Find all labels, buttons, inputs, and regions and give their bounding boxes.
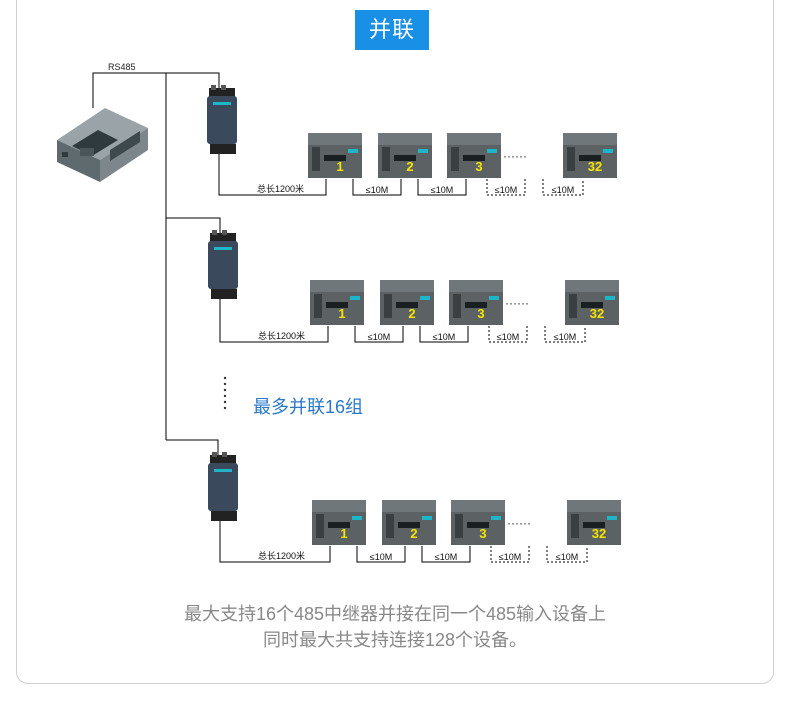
rs485-repeater bbox=[208, 230, 238, 299]
device-ellipsis: ······ bbox=[503, 149, 527, 163]
segment-length-label: ≤10M bbox=[552, 185, 574, 195]
repeater-group-2: 总长1200米 1 2 3 32 ······ ≤10M ≤10M ≤10M ≤10M bbox=[208, 230, 619, 343]
plc-device-32: 32 bbox=[565, 280, 619, 325]
device-number: 1 bbox=[340, 526, 347, 541]
plc-device-3: 3 bbox=[449, 280, 503, 325]
total-length-label: 总长1200米 bbox=[258, 330, 305, 341]
segment-length-label: ≤10M bbox=[556, 552, 578, 562]
device-number: 3 bbox=[479, 526, 486, 541]
segment-link bbox=[417, 179, 467, 196]
rs485-repeater bbox=[208, 452, 238, 521]
footer-line-2: 同时最大共支持连接128个设备。 bbox=[262, 630, 528, 650]
trunk-line bbox=[218, 154, 327, 196]
segment-length-label: ≤10M bbox=[431, 185, 453, 195]
plc-device-1: 1 bbox=[310, 280, 364, 325]
plc-device-2: 2 bbox=[380, 280, 434, 325]
plc-device-1: 1 bbox=[312, 500, 366, 545]
plc-device-2: 2 bbox=[382, 500, 436, 545]
repeater-group-1: 总长1200米 1 2 3 32 ······ ≤10M ≤10M ≤10M ≤10M bbox=[207, 85, 617, 196]
device-number: 2 bbox=[406, 159, 413, 174]
trunk-line bbox=[219, 299, 329, 343]
more-groups-dots bbox=[223, 376, 227, 410]
segment-length-label: ≤10M bbox=[497, 332, 519, 342]
device-number: 3 bbox=[477, 306, 484, 321]
plc-device-1: 1 bbox=[308, 133, 362, 178]
segment-link bbox=[352, 179, 402, 196]
segment-length-label: ≤10M bbox=[499, 552, 521, 562]
plc-device-32: 32 bbox=[567, 500, 621, 545]
segment-length-label: ≤10M bbox=[368, 332, 390, 342]
segment-length-label: ≤10M bbox=[435, 552, 457, 562]
device-number: 1 bbox=[338, 306, 345, 321]
rs485-label: RS485 bbox=[108, 62, 136, 72]
device-number: 32 bbox=[592, 526, 606, 541]
device-number: 32 bbox=[590, 306, 604, 321]
max-groups-note: 最多并联16组 bbox=[253, 397, 364, 417]
device-number: 3 bbox=[475, 159, 482, 174]
segment-length-label: ≤10M bbox=[554, 332, 576, 342]
plc-device-32: 32 bbox=[563, 133, 617, 178]
segment-link bbox=[542, 179, 584, 196]
segment-link bbox=[421, 546, 471, 563]
device-number: 2 bbox=[410, 526, 417, 541]
segment-length-label: ≤10M bbox=[366, 185, 388, 195]
device-number: 32 bbox=[588, 159, 602, 174]
plc-device-3: 3 bbox=[451, 500, 505, 545]
segment-link bbox=[419, 326, 469, 343]
title-badge: 并联 bbox=[355, 10, 429, 50]
segment-link bbox=[488, 326, 528, 343]
segment-length-label: ≤10M bbox=[370, 552, 392, 562]
segment-link bbox=[486, 179, 526, 196]
plc-device-3: 3 bbox=[447, 133, 501, 178]
device-number: 2 bbox=[408, 306, 415, 321]
total-length-label: 总长1200米 bbox=[258, 550, 305, 561]
segment-length-label: ≤10M bbox=[495, 185, 517, 195]
plc-master-device bbox=[57, 108, 148, 182]
device-number: 1 bbox=[336, 159, 343, 174]
device-ellipsis: ······ bbox=[505, 296, 529, 310]
trunk-line bbox=[219, 521, 331, 563]
plc-device-2: 2 bbox=[378, 133, 432, 178]
rs485-repeater bbox=[207, 85, 237, 154]
segment-link bbox=[546, 546, 588, 563]
rs485-bus-wiring bbox=[92, 72, 221, 455]
segment-length-label: ≤10M bbox=[433, 332, 455, 342]
footer-line-1: 最大支持16个485中继器并接在同一个485输入设备上 bbox=[183, 604, 607, 624]
segment-link bbox=[544, 326, 586, 343]
repeater-group-3: 总长1200米 1 2 3 32 ······ ≤10M ≤10M ≤10M ≤10M bbox=[208, 452, 621, 563]
segment-link bbox=[354, 326, 404, 343]
segment-link bbox=[356, 546, 406, 563]
segment-link bbox=[490, 546, 530, 563]
device-ellipsis: ······ bbox=[507, 516, 531, 530]
total-length-label: 总长1200米 bbox=[257, 183, 304, 194]
